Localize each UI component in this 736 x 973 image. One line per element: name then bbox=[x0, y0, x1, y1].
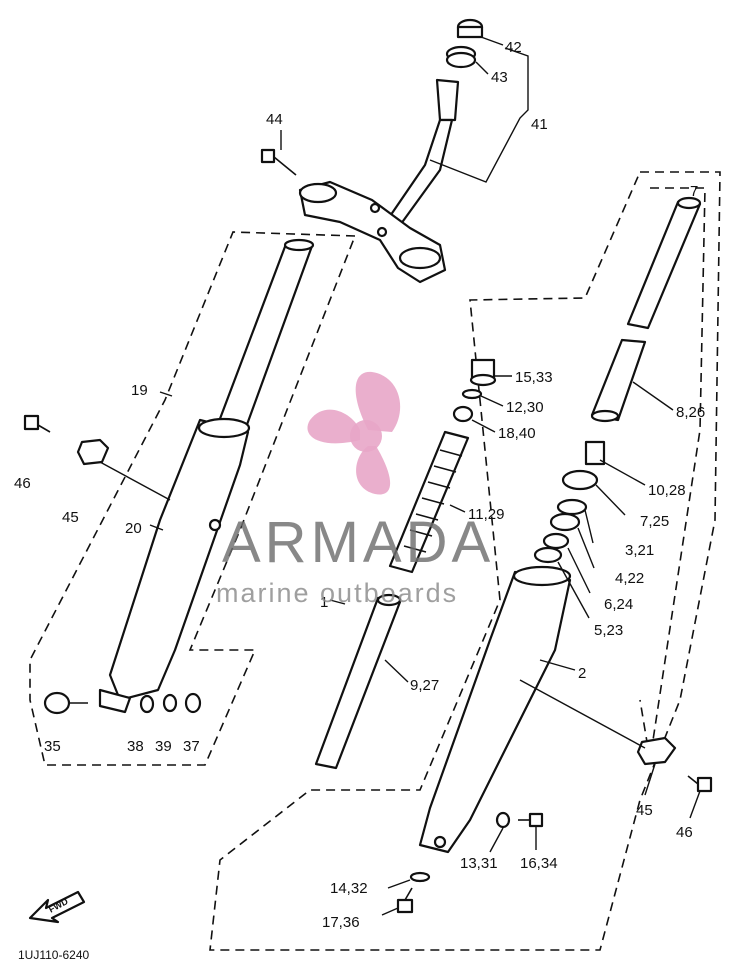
seal-6-24 bbox=[542, 532, 570, 550]
callout-35: 35 bbox=[44, 738, 61, 755]
callout-14-32: 14,32 bbox=[330, 880, 368, 897]
callout-7-25: 7,25 bbox=[640, 513, 669, 530]
collar-10 bbox=[584, 440, 606, 466]
watermark-brand: ARMADA bbox=[222, 510, 494, 575]
callout-10-28: 10,28 bbox=[648, 482, 686, 499]
callout-44: 44 bbox=[266, 111, 283, 128]
cap-42 bbox=[456, 18, 484, 39]
armada-watermark: ARMADA marine outboards bbox=[216, 371, 494, 608]
callout-42: 42 bbox=[505, 39, 522, 56]
callout-3-21: 3,21 bbox=[625, 542, 654, 559]
callout-46-left: 46 bbox=[14, 475, 31, 492]
fork-spring-11-29 bbox=[388, 430, 470, 574]
washer-14-32 bbox=[409, 871, 431, 883]
callout-20: 20 bbox=[125, 520, 142, 537]
propeller-logo-icon bbox=[307, 371, 401, 495]
damper-rod-9-27 bbox=[314, 593, 402, 770]
bolt-46-right bbox=[687, 775, 713, 793]
left-outer-tube-20 bbox=[98, 417, 251, 714]
bolt-16-34 bbox=[518, 812, 544, 828]
callout-18-40: 18,40 bbox=[498, 425, 536, 442]
diagram-code: 1UJ110-6240 bbox=[18, 948, 89, 962]
callout-16-34: 16,34 bbox=[520, 855, 558, 872]
nut-37 bbox=[184, 692, 202, 714]
o-ring-12-30 bbox=[461, 388, 483, 400]
callout-12-30: 12,30 bbox=[506, 399, 544, 416]
clamp-45-right bbox=[636, 736, 677, 766]
bolt-46-left bbox=[23, 414, 51, 433]
callout-41: 41 bbox=[531, 116, 548, 133]
bolt-35 bbox=[43, 691, 88, 715]
cap-bolt-15-33 bbox=[469, 358, 497, 387]
right-fork-group-outline bbox=[209, 171, 721, 951]
callout-37: 37 bbox=[183, 738, 200, 755]
callout-39: 39 bbox=[155, 738, 172, 755]
callout-13-31: 13,31 bbox=[460, 855, 498, 872]
fwd-arrow-icon: FWD bbox=[28, 890, 86, 924]
callout-45-left: 45 bbox=[62, 509, 79, 526]
leader-lines bbox=[99, 36, 701, 916]
bolt-44 bbox=[260, 148, 297, 176]
callout-6-24: 6,24 bbox=[604, 596, 633, 613]
washer-13-31 bbox=[495, 811, 511, 829]
left-fork-group-outline bbox=[29, 231, 356, 766]
bolt-17-36 bbox=[396, 887, 414, 914]
bushing-5-23 bbox=[533, 546, 563, 564]
seal-7-25 bbox=[561, 469, 599, 491]
clip-3-21 bbox=[556, 498, 588, 516]
callout-43: 43 bbox=[491, 69, 508, 86]
callout-38: 38 bbox=[127, 738, 144, 755]
callout-15-33: 15,33 bbox=[515, 369, 553, 386]
ring-43 bbox=[445, 45, 477, 69]
steering-stem-assembly bbox=[298, 78, 460, 284]
callout-46-right: 46 bbox=[676, 824, 693, 841]
damper-subgroup-outline bbox=[639, 187, 706, 761]
callout-19: 19 bbox=[131, 382, 148, 399]
spacer-8 bbox=[590, 338, 647, 423]
left-inner-tube-19 bbox=[216, 238, 315, 432]
callout-11-29: 11,29 bbox=[468, 506, 504, 523]
washer-4-22 bbox=[549, 512, 581, 532]
callout-2: 2 bbox=[578, 665, 586, 682]
right-outer-tube-2 bbox=[418, 565, 572, 854]
washer-38 bbox=[139, 694, 155, 714]
callout-labels: 42 43 41 44 19 46 45 20 35 38 39 37 7 15… bbox=[14, 39, 705, 931]
callout-45-right: 45 bbox=[636, 802, 653, 819]
callout-17-36: 17,36 bbox=[322, 914, 360, 931]
clamp-45-left bbox=[76, 438, 110, 466]
callout-7: 7 bbox=[690, 183, 698, 200]
callout-1: 1 bbox=[320, 594, 328, 611]
watermark-tagline: marine outboards bbox=[216, 578, 458, 608]
spacer-18-40 bbox=[452, 405, 474, 423]
callout-8-26: 8,26 bbox=[676, 404, 705, 421]
damper-rod-7 bbox=[626, 196, 702, 330]
washer-39 bbox=[162, 693, 178, 713]
callout-4-22: 4,22 bbox=[615, 570, 644, 587]
callout-9-27: 9,27 bbox=[410, 677, 439, 694]
callout-5-23: 5,23 bbox=[594, 622, 623, 639]
